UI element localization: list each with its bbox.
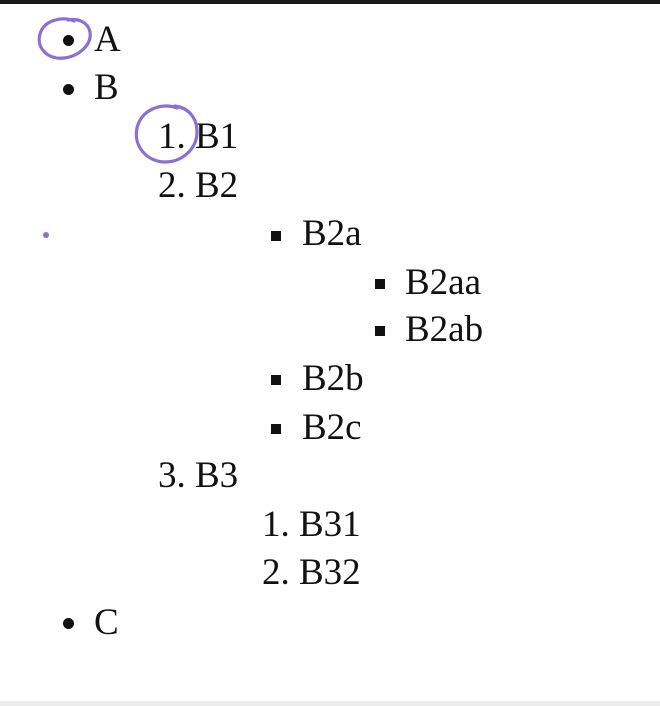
list-item-b3: 3. B3: [158, 456, 238, 496]
list-item-label: B3: [195, 455, 239, 496]
list-item-label: B2: [195, 165, 239, 206]
list-item-label: B2a: [302, 213, 362, 254]
list-item-number: 2.: [158, 165, 186, 206]
bullet-square-icon: [375, 279, 385, 289]
list-item-b31: 1. B31: [262, 505, 361, 545]
list-item-number: 1.: [262, 504, 290, 545]
list-item-label: A: [94, 19, 121, 60]
list-item-b1: 1. B1: [158, 117, 238, 157]
list-item-number: 3.: [158, 455, 186, 496]
list-item-b2: 2. B2: [158, 166, 238, 206]
list-item-label: B2ab: [405, 309, 484, 350]
bullet-disc-icon: [63, 618, 74, 629]
annotation-dot: [43, 232, 49, 238]
bullet-disc-icon: [63, 35, 74, 46]
list-item-b2ab: B2ab: [405, 310, 483, 350]
list-item-a: A: [94, 20, 121, 60]
list-item-label: B2c: [302, 407, 362, 448]
bullet-square-icon: [375, 326, 385, 336]
list-item-b: B: [94, 68, 119, 108]
list-item-label: B31: [299, 504, 361, 545]
bullet-square-icon: [271, 424, 281, 434]
bullet-square-icon: [271, 375, 281, 385]
list-item-b2c: B2c: [302, 408, 362, 448]
top-border: [0, 0, 660, 4]
list-item-number: 2.: [262, 552, 290, 593]
list-item-label: B2b: [302, 358, 364, 399]
list-item-c: C: [94, 603, 119, 643]
list-item-label: B: [94, 67, 119, 108]
list-item-b2b: B2b: [302, 359, 364, 399]
list-item-label: B2aa: [405, 262, 482, 303]
list-item-b2aa: B2aa: [405, 263, 481, 303]
bullet-square-icon: [271, 231, 281, 241]
list-item-b2a: B2a: [302, 214, 362, 254]
list-item-label: C: [94, 602, 119, 643]
list-item-number: 1.: [158, 116, 186, 157]
list-item-label: B1: [195, 116, 239, 157]
list-item-b32: 2. B32: [262, 553, 361, 593]
bottom-border: [0, 701, 660, 706]
list-item-label: B32: [299, 552, 361, 593]
bullet-disc-icon: [63, 84, 74, 95]
